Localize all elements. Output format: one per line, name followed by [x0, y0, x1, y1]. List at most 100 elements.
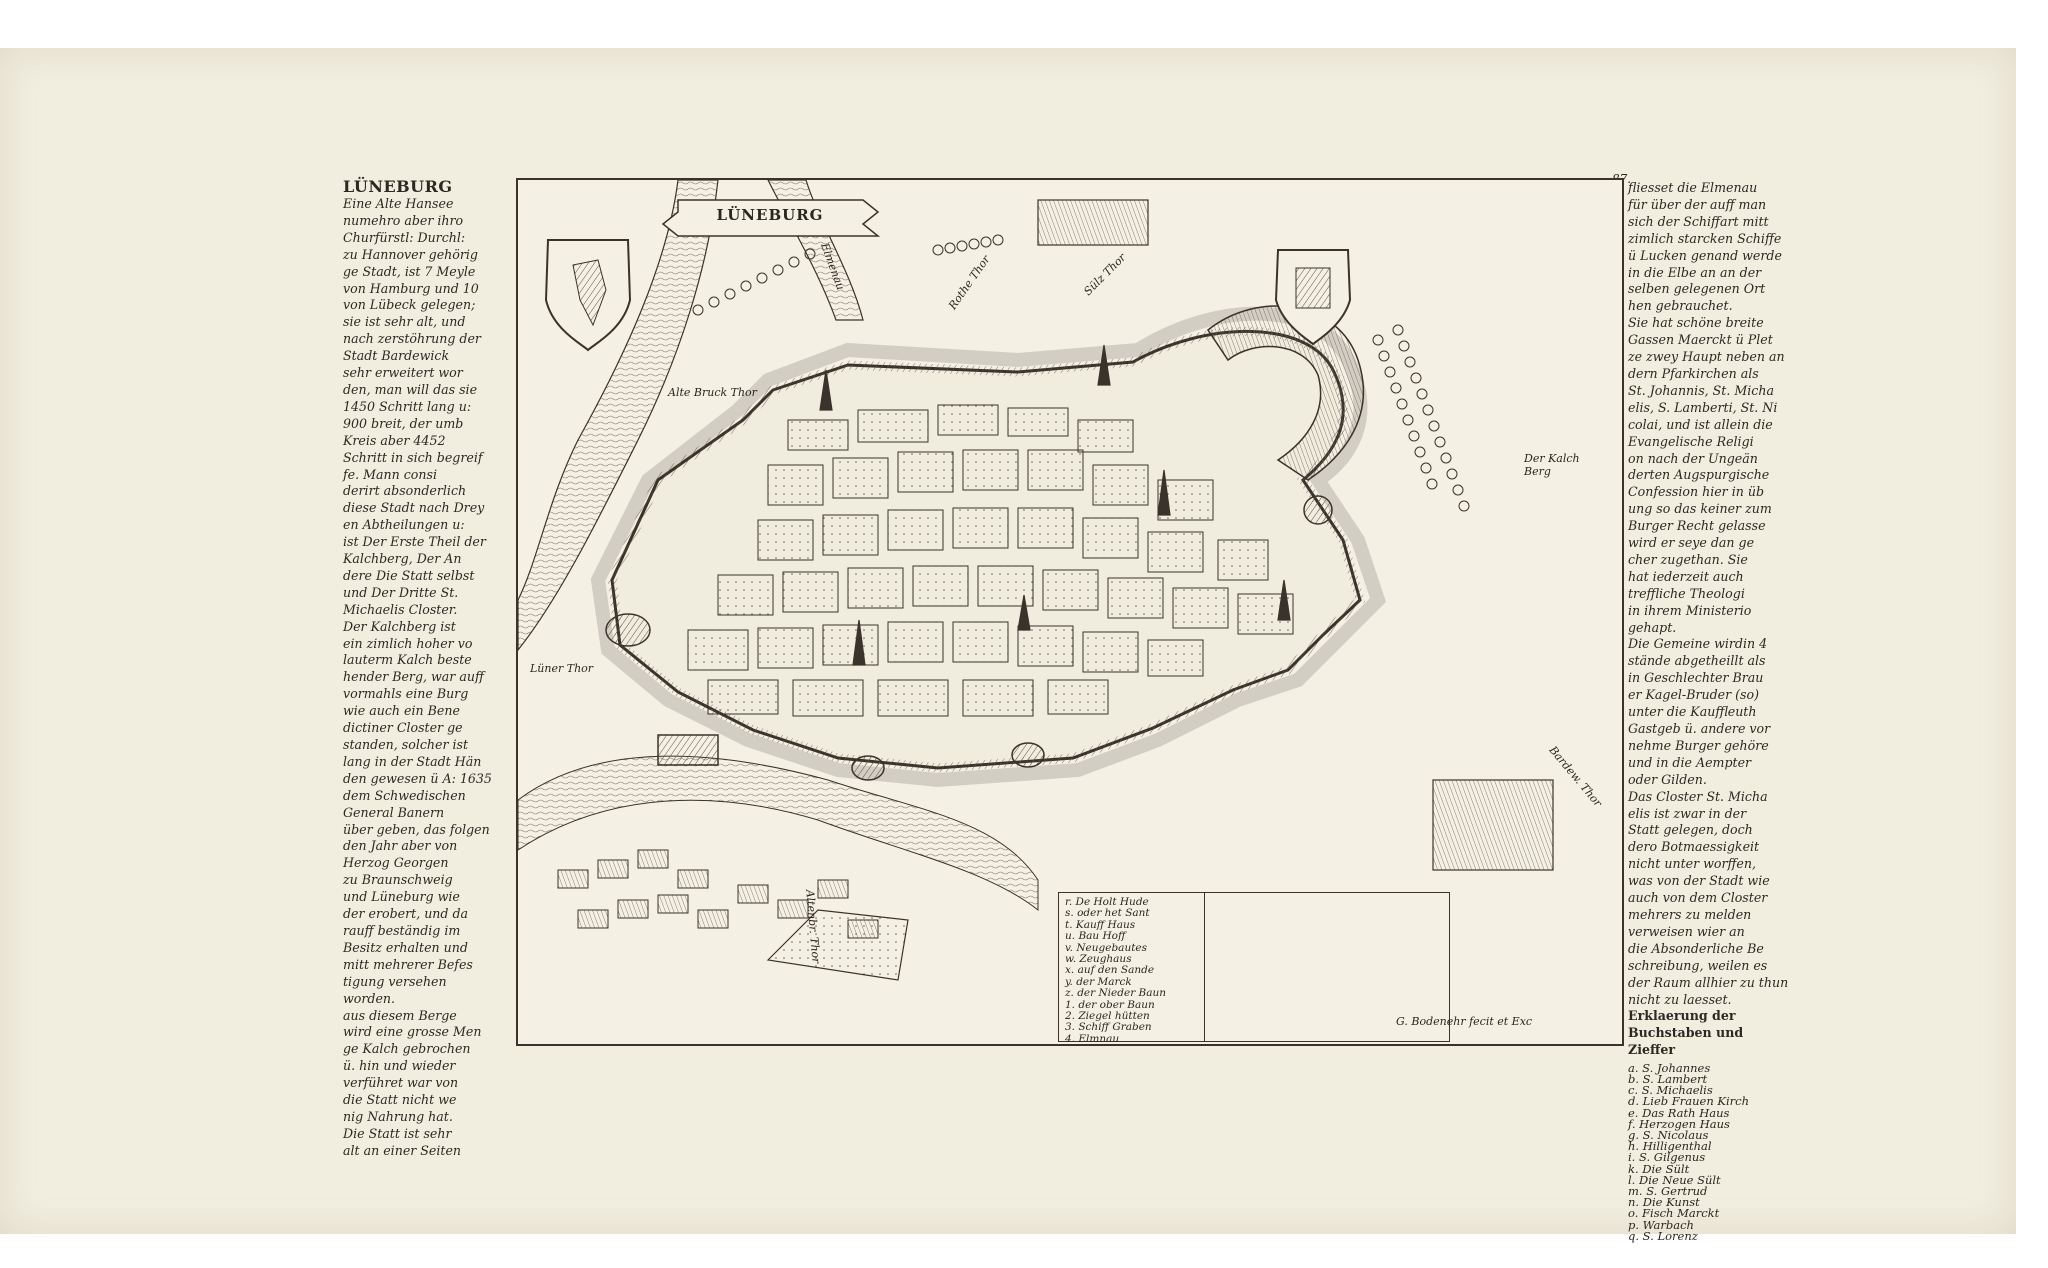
text-line: hat iederzeit auch [1628, 568, 1744, 584]
legend-item: l. Die Neue Sült [1628, 1172, 1721, 1187]
legend-heading: Erklaerung der [1628, 1008, 1736, 1024]
bastions [605, 495, 1333, 781]
text-line: oder Gilden. [1628, 771, 1707, 787]
text-line: standen, solcher ist [343, 737, 469, 752]
tree [1440, 452, 1452, 464]
key-item: v. Neugebautes [1065, 941, 1148, 954]
text-line: nehme Burger gehöre [1628, 737, 1769, 753]
tree [1426, 478, 1438, 490]
text-line: derten Augspurgische [1628, 467, 1770, 483]
text-line: den, man will das sie [343, 381, 478, 397]
tree [1392, 324, 1404, 336]
tree [1446, 468, 1458, 480]
tree [1372, 334, 1384, 346]
legend-item: b. S. Lambert [1628, 1072, 1708, 1086]
key-item: z. der Nieder Baun [1065, 987, 1167, 1000]
text-line: Kalchberg, Der An [343, 551, 462, 567]
text-line: zu Hannover gehörig [343, 246, 478, 262]
legend-item: m. S. Gertrud [1628, 1184, 1708, 1199]
legend-item: i. S. Gilgenus [1628, 1150, 1706, 1165]
text-line: worden. [343, 990, 396, 1006]
text-line: Gassen Maerckt ü Plet [1628, 332, 1773, 348]
text-line: Kreis aber 4452 [343, 432, 446, 448]
text-line: den gewesen ü A: 1635 [343, 770, 492, 786]
tree [1408, 430, 1420, 442]
text-line: unter die Kauffleuth [1628, 704, 1757, 720]
text-line: lauterm Kalch beste [343, 652, 472, 668]
text-line: en Abtheilungen u: [343, 517, 465, 533]
text-line: diese Stadt nach Drey [343, 500, 485, 516]
text-line: gehapt. [1628, 619, 1677, 635]
tree [1410, 372, 1422, 384]
tree [1434, 436, 1446, 448]
text-line: in ihrem Ministerio [1628, 602, 1752, 618]
churches [819, 344, 1291, 666]
left-heading: LÜNEBURG [343, 177, 453, 196]
text-line: Gastgeb ü. andere vor [1628, 721, 1771, 736]
text-line: elis, S. Lamberti, St. Ni [1628, 399, 1778, 415]
text-line: dere Die Statt selbst [343, 567, 475, 583]
tree [1416, 388, 1428, 400]
legend-item: d. Lieb Frauen Kirch [1628, 1094, 1750, 1109]
text-line: und Der Dritte St. [343, 584, 459, 600]
text-line: die Absonderliche Be [1628, 940, 1764, 956]
text-line: der Raum allhier zu thun [1628, 974, 1789, 990]
text-line: sie ist sehr alt, und [343, 314, 466, 330]
text-line: numehro aber ihro [343, 212, 464, 228]
map-frame: LÜNEBURG Alte Bruck Thor Lüner Thor Roth… [516, 178, 1624, 1046]
map-title: LÜNEBURG [716, 206, 824, 224]
text-line: Statt gelegen, doch [1628, 822, 1753, 838]
key-item: 4. Elmnau [1065, 1032, 1120, 1045]
tree [1390, 382, 1402, 394]
tree [1396, 398, 1408, 410]
text-line: cher zugethan. Sie [1628, 551, 1748, 567]
legend-item: k. Die Sült [1628, 1161, 1690, 1176]
text-line: wie auch ein Bene [343, 703, 460, 719]
tree [804, 248, 816, 260]
text-line: schreibung, weilen es [1628, 957, 1768, 973]
tree [1414, 446, 1426, 458]
tree [1420, 462, 1432, 474]
text-line: Schritt in sich begreif [343, 449, 483, 465]
garden-east [1432, 779, 1554, 871]
tree [944, 242, 956, 254]
text-line: alt an einer Seiten [343, 1142, 462, 1158]
tree [968, 238, 980, 250]
text-line: ze zwey Haupt neben an [1628, 349, 1785, 365]
legend-item: h. Hilligenthal [1628, 1139, 1712, 1154]
tree [756, 272, 768, 284]
legend-item: q. S. Lorenz [1628, 1228, 1698, 1243]
text-line: er Kagel-Bruder (so) [1628, 687, 1759, 703]
text-line: nicht unter worffen, [1628, 856, 1756, 872]
text-line: für über der auff man [1628, 196, 1767, 212]
st-lorenz-enclosure [766, 909, 909, 981]
text-line: von Lübeck gelegen; [343, 297, 476, 313]
text-line: Die Statt ist sehr [343, 1125, 452, 1141]
label-kalchberg: Der Kalch Berg [1524, 452, 1580, 478]
legend-item: n. Die Kunst [1628, 1195, 1700, 1210]
tree [1398, 340, 1410, 352]
text-line: selben gelegenen Ort [1628, 281, 1766, 297]
text-line: derirt absonderlich [343, 483, 467, 499]
text-line: 1450 Schritt lang u: [343, 398, 472, 414]
text-line: dem Schwedischen [343, 787, 466, 803]
text-line: elis ist zwar in der [1628, 805, 1747, 821]
text-line: verführet war von [343, 1075, 459, 1091]
text-line: über geben, das folgen [343, 821, 490, 837]
text-line: aus diesem Berge [343, 1007, 457, 1023]
garden-north [1037, 199, 1149, 246]
text-line: den Jahr aber von [343, 838, 458, 854]
tree [772, 264, 784, 276]
text-line: ge Kalch gebrochen [343, 1041, 471, 1057]
text-line: in die Elbe an an der [1628, 264, 1762, 280]
text-line: ist Der Erste Theil der [343, 534, 486, 550]
text-line: sehr erweitert wor [343, 365, 463, 381]
tree [932, 244, 944, 256]
text-line: mitt mehrerer Befes [343, 956, 473, 972]
text-line: nach zerstöhrung der [343, 331, 481, 347]
tree-rows [692, 234, 1470, 512]
